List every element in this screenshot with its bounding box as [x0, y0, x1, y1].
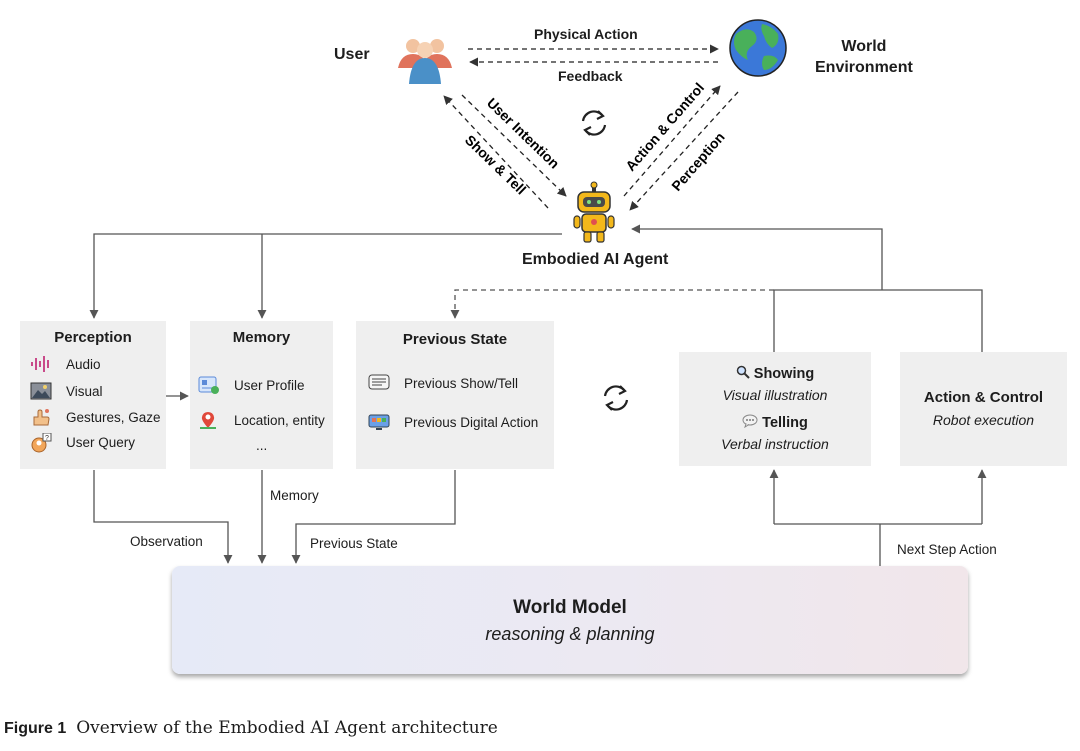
next-step-action-label: Next Step Action — [897, 542, 997, 557]
figure-caption: Figure 1 Overview of the Embodied AI Agen… — [4, 718, 498, 738]
show-tell-arrow — [443, 95, 549, 209]
memory-edge-label: Memory — [270, 488, 319, 503]
world-model-box: World Model reasoning & planning — [172, 566, 968, 674]
image-icon — [30, 382, 52, 400]
cycle-icon-middle — [603, 385, 629, 411]
audio-wave-icon — [30, 355, 52, 373]
agent-to-perception-line — [89, 233, 562, 319]
action-control-subtitle: Robot execution — [932, 412, 1035, 428]
perception-box: Perception Audio Visual Gestures, Gaze ?… — [20, 321, 166, 469]
showing-subtitle: Visual illustration — [722, 387, 828, 403]
perception-item-label: User Query — [66, 434, 136, 450]
previous-state-item-label: Previous Show/Tell — [404, 375, 519, 391]
feedback-label: Feedback — [558, 68, 623, 84]
previous-state-item-show-tell: Previous Show/Tell — [368, 374, 518, 392]
users-icon — [398, 39, 452, 84]
memory-box: Memory User Profile Location, entity ... — [190, 321, 333, 469]
previous-state-item-digital-action: Previous Digital Action — [368, 413, 538, 431]
perception-item-visual: Visual — [30, 382, 103, 400]
memory-item-label: Location, entity — [234, 412, 325, 428]
perception-label: Perception — [668, 129, 728, 194]
previous-state-edge-label: Previous State — [310, 536, 398, 551]
action-control-box: Action & Control Robot execution — [900, 352, 1067, 466]
cycle-icon-top — [581, 110, 607, 136]
hand-gesture-icon — [30, 408, 52, 426]
robot-icon — [573, 181, 615, 243]
previous-state-line — [291, 470, 456, 564]
agent-distribution-lines — [89, 224, 983, 352]
memory-title: Memory — [232, 329, 291, 346]
user-question-icon: ? — [30, 432, 52, 453]
map-pin-icon — [198, 411, 220, 429]
showing-telling-box: Showing Visual illustration Telling Verb… — [679, 352, 871, 466]
world-environment-line1: World — [841, 38, 887, 55]
memory-item-user-profile: User Profile — [198, 376, 305, 394]
showing-title: Showing — [753, 365, 815, 382]
feedback-up-to-agent-line — [631, 224, 883, 290]
agent-label: Embodied AI Agent — [522, 251, 669, 268]
previous-state-item-label: Previous Digital Action — [404, 414, 539, 430]
memory-item-more: ... — [256, 438, 267, 453]
perception-item-label: Visual — [66, 383, 103, 399]
figure-caption-text: Overview of the Embodied AI Agent archit… — [76, 718, 498, 738]
memory-item-label: ... — [256, 438, 268, 453]
user-intention-arrow — [461, 94, 567, 197]
action-to-agent-line — [773, 289, 983, 352]
perception-title: Perception — [54, 329, 132, 346]
world-environment-label: World Environment — [815, 36, 913, 78]
show-tell-label: Show & Tell — [462, 132, 529, 198]
world-model-subtitle: reasoning & planning — [485, 624, 655, 644]
memory-item-location: Location, entity — [198, 411, 325, 429]
top-dashed-arrows — [443, 44, 739, 211]
magnifier-icon — [736, 365, 750, 383]
telling-title: Telling — [762, 414, 808, 431]
profile-card-icon — [198, 376, 220, 394]
chat-lines-icon — [368, 374, 390, 392]
world-model-inputs — [93, 469, 987, 566]
svg-text:?: ? — [45, 435, 49, 442]
showing-heading: Showing — [679, 365, 871, 383]
perception-item-audio: Audio — [30, 355, 101, 373]
perception-item-gestures: Gestures, Gaze — [30, 408, 161, 426]
action-control-arrow — [623, 85, 721, 197]
perception-item-user-query: ? User Query — [30, 432, 136, 453]
telling-subtitle: Verbal instruction — [721, 436, 829, 452]
physical-action-label: Physical Action — [534, 26, 638, 42]
dashed-to-previous-state — [450, 289, 774, 319]
telling-heading: Telling — [679, 414, 871, 432]
world-model-title: World Model — [513, 597, 627, 618]
figure-label: Figure 1 — [4, 720, 67, 737]
action-control-title: Action & Control — [923, 389, 1044, 406]
previous-state-box: Previous State Previous Show/Tell Previo… — [356, 321, 554, 469]
perception-item-label: Audio — [66, 356, 101, 372]
world-environment-line2: Environment — [815, 59, 913, 76]
previous-state-title: Previous State — [402, 331, 508, 348]
perception-item-label: Gestures, Gaze — [66, 409, 161, 425]
observation-label: Observation — [130, 534, 203, 549]
earth-icon — [729, 19, 787, 77]
speech-bubble-icon — [742, 414, 758, 432]
observation-line — [93, 470, 233, 564]
screen-apps-icon — [368, 413, 390, 431]
memory-item-label: User Profile — [234, 377, 305, 393]
user-label: User — [334, 46, 370, 63]
